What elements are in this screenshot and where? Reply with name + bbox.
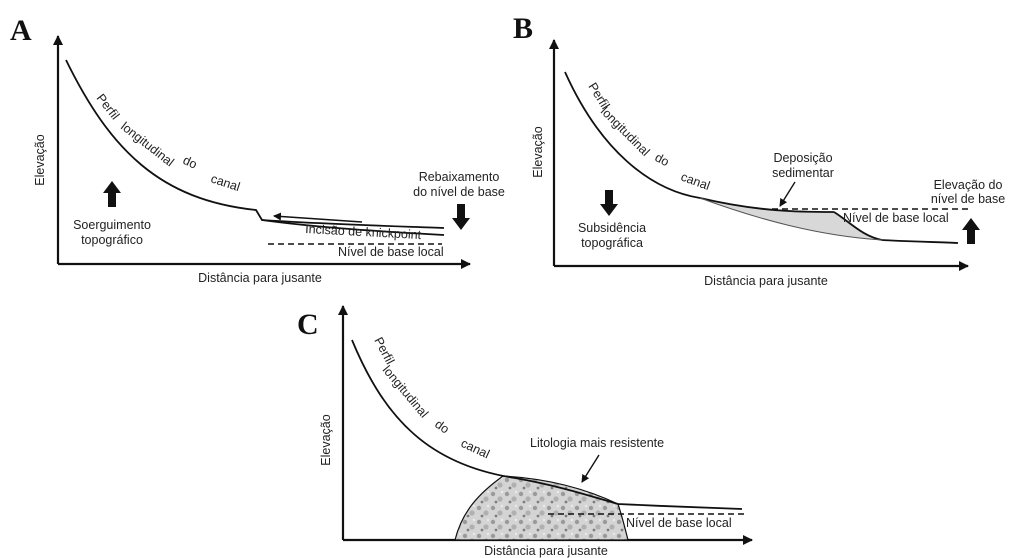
panel-c-word-canal: canal: [459, 436, 492, 461]
panel-a-word-canal: canal: [209, 172, 242, 195]
up-arrow-icon: [103, 181, 121, 207]
panel-b-deposition-arrow: [779, 181, 796, 207]
panel-a-knickpoint-arrow: [273, 212, 363, 223]
panel-a-profile-old: [261, 219, 445, 229]
panel-a-word-longitudinal: longitudinal: [118, 119, 176, 169]
panel-a-letter: A: [10, 14, 32, 47]
panel-c-letter: C: [297, 308, 319, 341]
panel-b-profile-lower: [833, 211, 959, 244]
panel-c: C Elevação Distância para jusante Perfil…: [297, 305, 753, 558]
panel-b-deposition-1: Deposição: [773, 151, 832, 165]
panel-b-deposition-2: sedimentar: [772, 166, 834, 180]
panel-c-profile: [351, 339, 743, 510]
panel-a-uplift-1: Soerguimento: [73, 218, 151, 232]
panel-c-word-perfil: Perfil: [371, 335, 397, 367]
panel-b-subsidence-1: Subsidência: [578, 221, 646, 235]
panel-b-base-level-label: Nível de base local: [843, 211, 949, 225]
panel-b-ylabel: Elevação: [531, 126, 545, 177]
panel-b-old-profile: [699, 197, 883, 241]
down-arrow-icon: [600, 190, 618, 216]
panel-b-word-canal: canal: [679, 170, 712, 193]
panel-a-lowering-2: do nível de base: [413, 185, 505, 199]
panel-a-uplift-2: topográfico: [81, 233, 143, 247]
panel-b-word-do: do: [653, 150, 672, 169]
panel-a: A Elevação Distância para jusante Perfil…: [10, 14, 505, 285]
panel-a-xlabel: Distância para jusante: [198, 271, 322, 285]
panel-b-subsidence-2: topográfica: [581, 236, 643, 250]
panel-b-word-longitudinal: longitudinal: [598, 104, 653, 159]
down-arrow-icon: [452, 204, 470, 230]
panel-c-ylabel: Elevação: [319, 414, 333, 465]
panel-c-word-do: do: [432, 417, 451, 436]
panel-c-base-level-label: Nível de base local: [626, 516, 732, 530]
panel-b-xlabel: Distância para jusante: [704, 274, 828, 288]
panel-a-ylabel: Elevação: [33, 134, 47, 185]
panel-b-profile-top: [564, 71, 835, 213]
panel-a-word-do: do: [181, 153, 200, 172]
panel-b-deposit: [700, 198, 882, 240]
panel-b-rise-2: nível de base: [931, 192, 1005, 206]
panel-a-word-perfil: Perfil: [94, 91, 123, 122]
panel-b-rise-1: Elevação do: [934, 178, 1003, 192]
up-arrow-icon: [962, 218, 980, 244]
panel-c-resistant-rock: [454, 475, 629, 541]
panel-c-word-longitudinal: longitudinal: [380, 363, 431, 420]
panel-b: B Elevação Distância para jusante Perfil…: [513, 12, 1005, 288]
panel-a-knickpoint-label: Incisão de knickpoint: [305, 222, 422, 242]
panel-a-lowering-1: Rebaixamento: [419, 170, 500, 184]
panel-a-profile: [65, 59, 445, 236]
panel-a-base-level-label: Nível de base local: [338, 245, 444, 259]
panel-c-lithology-arrow: [581, 454, 600, 483]
panel-c-lithology-label: Litologia mais resistente: [530, 436, 664, 450]
panel-c-xlabel: Distância para jusante: [484, 544, 608, 558]
panel-b-letter: B: [513, 12, 533, 45]
